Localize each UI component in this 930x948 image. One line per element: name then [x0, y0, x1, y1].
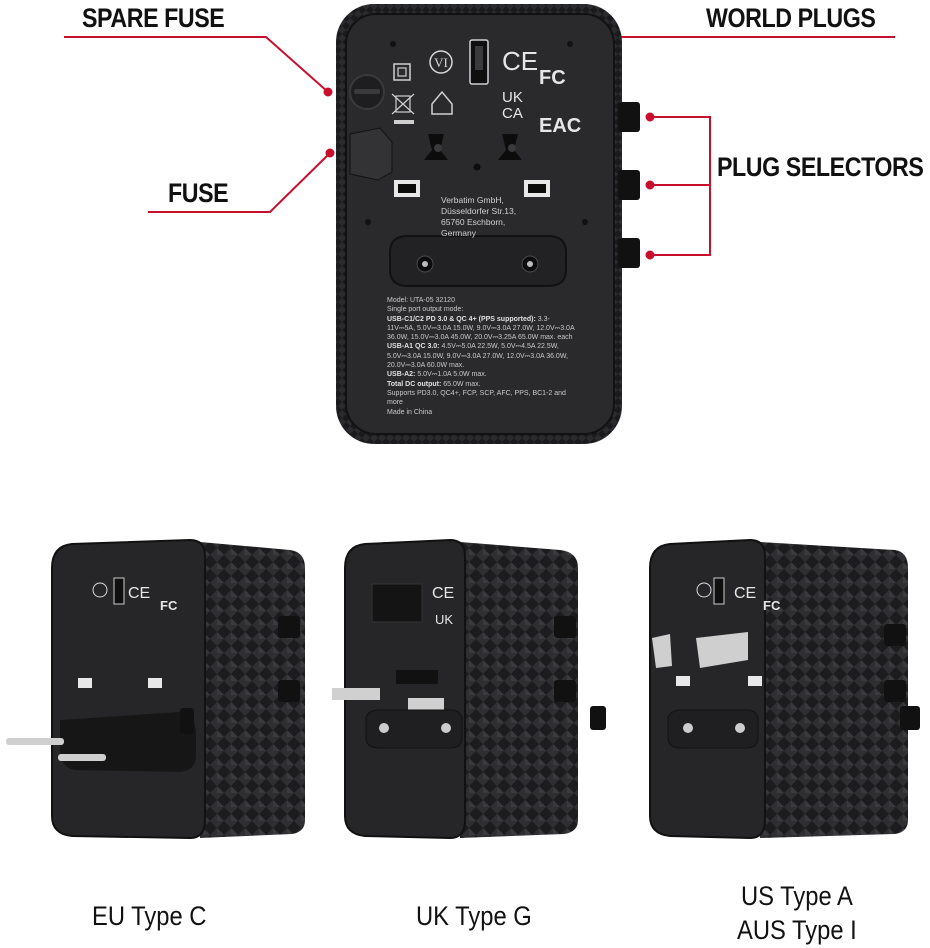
svg-text:CE: CE	[128, 585, 150, 602]
spec-line: Supports PD3.0, QC4+, FCP, SCP, AFC, PPS…	[387, 389, 566, 407]
configuration-views: CE FC CE UK	[6, 538, 920, 840]
manufacturer-address: Verbatim GmbH, Düsseldorfer Str.13, 6576…	[441, 195, 517, 238]
selector-knob-3	[618, 238, 640, 268]
main-adapter-front-view: VI CE FC UK CA EAC	[336, 4, 640, 444]
svg-text:CE: CE	[734, 585, 756, 602]
ukca-bottom: CA	[502, 105, 523, 122]
efficiency-badge	[429, 50, 453, 74]
caption-us: US Type A	[741, 881, 853, 911]
indoor-use-icon	[431, 90, 453, 115]
spec-line: Total DC output: 65.0W max.	[387, 380, 481, 388]
spec-line: USB-A2: 5.0V⎓1.0A 5.0W max.	[387, 371, 487, 379]
eac-mark: EAC	[539, 115, 581, 137]
svg-text:UK: UK	[435, 612, 453, 627]
selector-knob-1	[618, 102, 640, 132]
fc-mark: FC	[539, 67, 566, 89]
eu-pin-recess	[389, 235, 567, 287]
spare-fuse-leader	[64, 36, 329, 93]
spec-label: Model: UTA-05 32120 Single port output m…	[387, 296, 577, 417]
plug-selectors-label: PLUG SELECTORS	[717, 152, 924, 182]
fuse-holder	[349, 127, 393, 181]
world-plugs-label: WORLD PLUGS	[706, 3, 876, 33]
spec-line: USB-C1/C2 PD 3.0 & QC 4+ (PPS supported)…	[387, 315, 575, 342]
adapter-us-aus-config: CE FC	[649, 538, 920, 840]
ce-mark: CE	[502, 46, 538, 76]
spec-line: Model: UTA-05 32120	[387, 297, 455, 304]
fuse-label: FUSE	[168, 178, 229, 208]
svg-text:FC: FC	[160, 598, 178, 613]
caption-eu: EU Type C	[92, 901, 207, 931]
fuse-leader	[148, 152, 331, 213]
adapter-uk-config: CE UK	[332, 538, 606, 840]
adapter-eu-config: CE FC	[6, 538, 305, 840]
svg-text:FC: FC	[763, 598, 781, 613]
caption-aus: AUS Type I	[737, 915, 857, 945]
vi-mark: VI	[434, 55, 448, 70]
spare-fuse-label: SPARE FUSE	[82, 3, 225, 33]
selector-knob-2	[618, 170, 640, 200]
spec-line: Single port output mode:	[387, 306, 464, 314]
ukca-top: UK	[502, 89, 523, 106]
spec-line: Made in China	[387, 408, 433, 416]
svg-text:CE: CE	[432, 585, 454, 602]
caption-uk: UK Type G	[416, 901, 532, 931]
spec-line: USB-A1 QC 3.0: 4.5V⎓5.0A 22.5W, 5.0V⎓4.5…	[387, 343, 568, 370]
